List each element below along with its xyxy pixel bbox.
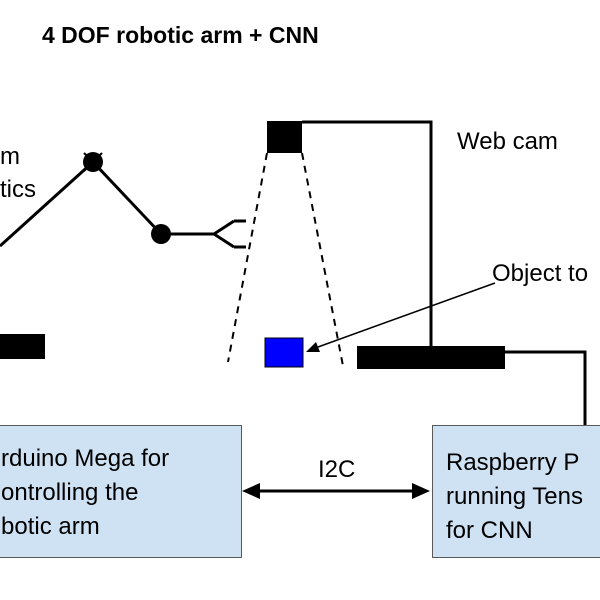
i2c-label: I2C xyxy=(318,456,356,483)
object-block xyxy=(264,337,304,368)
diagram-title: 4 DOF robotic arm + CNN xyxy=(42,22,319,48)
i2c-arrowhead-left xyxy=(242,483,260,499)
raspberry-text-line: running Tens xyxy=(446,483,583,510)
platform-block xyxy=(357,346,505,369)
webcam-block xyxy=(267,121,302,153)
webcam-stand xyxy=(302,120,433,346)
shoulder-joint xyxy=(83,152,103,172)
arm-base xyxy=(0,334,45,359)
webcam-label: Web cam xyxy=(457,128,558,155)
arduino-text-line: botic arm xyxy=(1,513,100,540)
object-pointer-line xyxy=(317,282,496,348)
camera-fov-right xyxy=(301,152,344,367)
arduino-box: rduino Mega for ontrolling the botic arm xyxy=(0,425,242,558)
arduino-text-line: ontrolling the xyxy=(1,479,139,506)
robotic-arm xyxy=(0,152,246,249)
arm-links xyxy=(0,159,214,248)
elbow-joint xyxy=(151,224,171,244)
raspberry-text-line: for CNN xyxy=(446,517,533,544)
object-pointer-arrowhead xyxy=(306,342,320,352)
kinematics-label-line1: m xyxy=(0,143,20,170)
platform-cable xyxy=(505,350,587,426)
camera-fov-left xyxy=(227,152,268,363)
raspberry-text-line: Raspberry P xyxy=(446,449,580,476)
gripper-jaws xyxy=(211,219,235,249)
raspberry-box: Raspberry P running Tens for CNN xyxy=(432,425,600,558)
kinematics-label-line2: tics xyxy=(0,176,36,203)
i2c-arrowhead-right xyxy=(412,483,430,499)
arduino-text-line: rduino Mega for xyxy=(1,445,170,472)
object-label: Object to xyxy=(492,260,589,287)
